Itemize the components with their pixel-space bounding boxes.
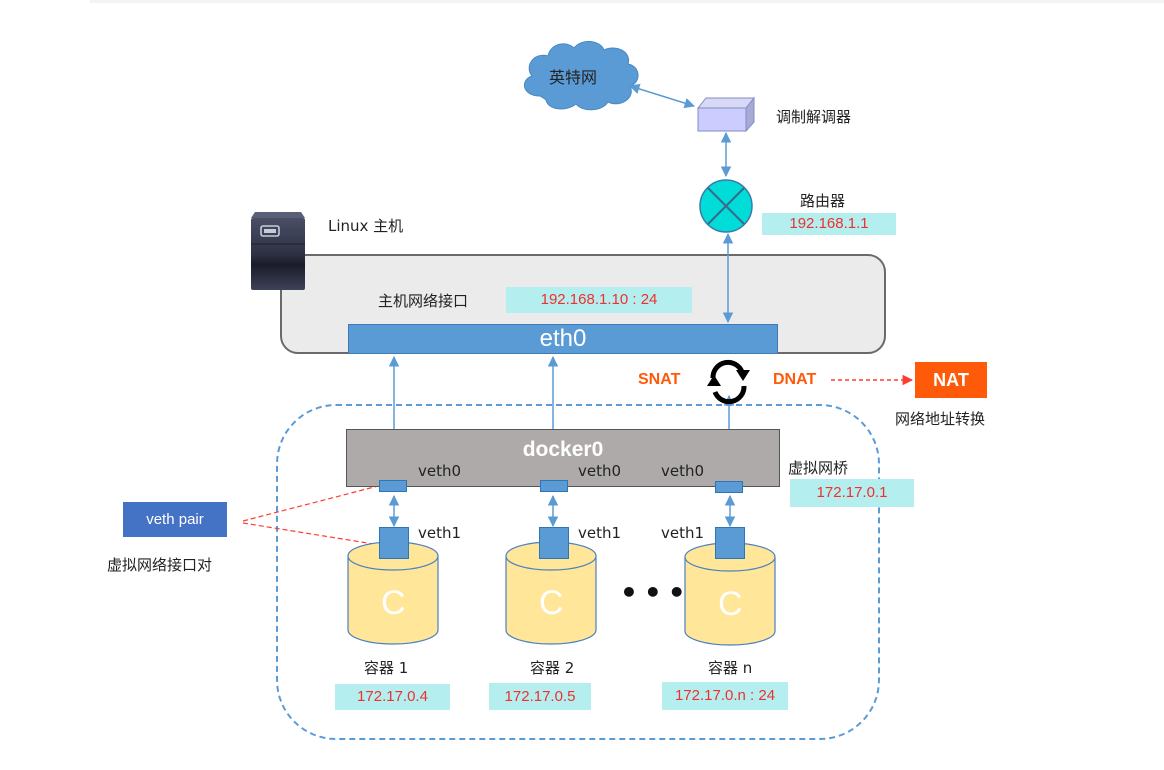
container-ip-n: 172.17.0.n : 24 <box>662 682 788 710</box>
container-label-n: 容器 n <box>708 659 753 677</box>
router-label: 路由器 <box>800 192 846 210</box>
top-divider <box>90 0 1164 3</box>
server-icon <box>251 208 305 290</box>
internet-label: 英特网 <box>549 68 598 87</box>
veth-pair-box: veth pair <box>123 502 227 537</box>
bridge-ip: 172.17.0.1 <box>790 479 914 507</box>
veth1-port-1 <box>379 527 409 559</box>
docker0-bridge: docker0 <box>346 429 780 487</box>
nat-box: NAT <box>915 362 987 398</box>
veth1-port-2 <box>539 527 569 559</box>
host-nic-label: 主机网络接口 <box>378 292 469 310</box>
router-ip: 192.168.1.1 <box>762 213 896 235</box>
veth1-label-1: veth1 <box>418 524 462 542</box>
veth0-label-2: veth0 <box>578 462 622 480</box>
host-label: Linux 主机 <box>328 217 404 235</box>
router-icon <box>699 179 753 233</box>
container-label-1: 容器 1 <box>364 659 409 677</box>
veth0-label-n: veth0 <box>661 462 705 480</box>
container-label-2: 容器 2 <box>530 659 575 677</box>
more-containers-ellipsis: ••• <box>620 576 692 609</box>
veth0-port-1 <box>379 480 407 492</box>
veth0-port-n <box>715 481 743 493</box>
eth0-interface: eth0 <box>348 324 778 354</box>
docker-network-region <box>276 404 880 740</box>
container-glyph-n: C <box>718 585 743 623</box>
link-internet-modem <box>628 83 696 109</box>
sync-icon <box>710 359 747 405</box>
modem-icon <box>696 96 756 133</box>
container-glyph-1: C <box>381 584 406 622</box>
container-ip-2: 172.17.0.5 <box>489 683 591 710</box>
veth1-label-2: veth1 <box>578 524 622 542</box>
modem-label: 调制解调器 <box>776 108 852 126</box>
veth0-port-2 <box>540 480 568 492</box>
veth1-port-n <box>715 527 745 559</box>
veth-pair-caption: 虚拟网络接口对 <box>107 556 213 574</box>
nat-caption: 网络地址转换 <box>895 410 986 428</box>
docker0-label: docker0 <box>522 438 604 461</box>
snat-label: SNAT <box>638 371 681 388</box>
container-glyph-2: C <box>539 584 564 622</box>
veth0-label-1: veth0 <box>418 462 462 480</box>
bridge-caption: 虚拟网桥 <box>788 459 849 477</box>
host-nic-ip: 192.168.1.10 : 24 <box>506 287 692 313</box>
veth1-label-n: veth1 <box>661 524 705 542</box>
dnat-label: DNAT <box>773 371 817 388</box>
container-ip-1: 172.17.0.4 <box>335 684 450 710</box>
